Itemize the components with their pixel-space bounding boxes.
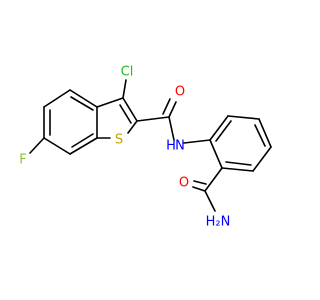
bond — [209, 139, 223, 169]
bond — [71, 133, 94, 148]
bond — [69, 89, 98, 108]
bond — [183, 139, 211, 144]
nitrogen-atom-label: N — [175, 139, 185, 154]
bond — [127, 120, 138, 134]
bonds — [29, 79, 272, 212]
bond — [29, 137, 45, 154]
hydrogen-atom-label: H — [166, 139, 176, 154]
bond — [168, 101, 177, 118]
bond — [136, 116, 170, 122]
fluorine-atom-label: F — [19, 153, 26, 168]
bond — [70, 96, 94, 111]
bond — [168, 116, 175, 141]
bond — [215, 120, 232, 142]
oxygen-atom-label-amide: O — [175, 85, 185, 100]
bond — [204, 167, 223, 192]
bond — [225, 161, 252, 166]
oxygen-atom-label-carboxamide: O — [179, 176, 189, 191]
chlorine-atom-label: Cl — [121, 65, 134, 80]
amine-group-label: H₂N — [206, 215, 231, 230]
bond — [209, 115, 229, 141]
bond — [204, 190, 216, 212]
bond — [192, 186, 206, 192]
bond — [162, 98, 171, 115]
bond — [254, 124, 266, 147]
bond — [227, 115, 260, 120]
bond — [43, 89, 71, 108]
bond — [119, 104, 132, 124]
bond — [122, 97, 138, 122]
bond — [258, 118, 272, 148]
bond — [96, 97, 124, 108]
bond — [122, 79, 127, 99]
sulfur-atom-label: S — [115, 133, 123, 148]
bond — [252, 146, 272, 172]
bond — [221, 167, 254, 172]
bond — [43, 137, 71, 155]
chemical-structure-diagram: Cl F S O N H O H₂N — [19, 65, 272, 230]
atom-labels: Cl F S O N H O H₂N — [19, 65, 230, 230]
bond — [193, 180, 207, 185]
bond — [69, 137, 98, 155]
